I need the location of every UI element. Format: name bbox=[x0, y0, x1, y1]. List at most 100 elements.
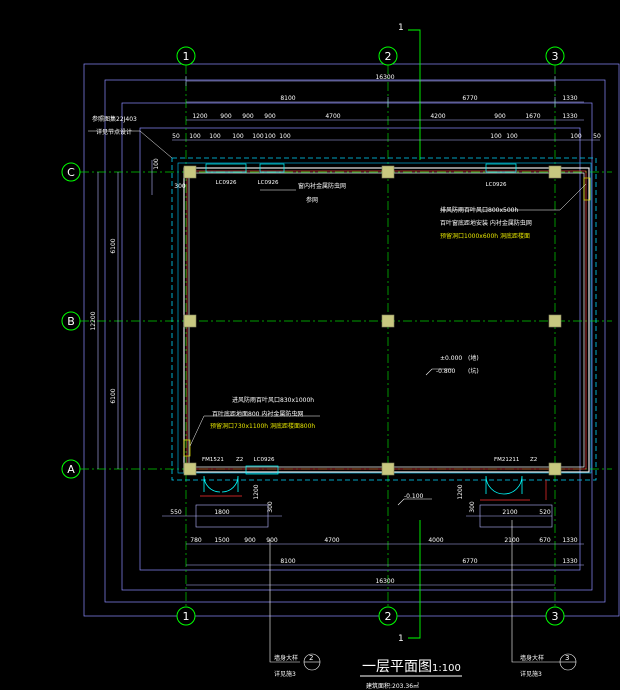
structural-columns bbox=[183, 165, 562, 476]
dim-top-small-8: 100 bbox=[490, 133, 502, 140]
note-left-2: 百叶底距地面800 内衬金属防虫网 bbox=[212, 410, 303, 418]
top-dimension-text: 16300 8100 6770 1330 1200 900 900 900 47… bbox=[172, 74, 601, 140]
title-block: 一层平面图 1:100 建筑面积:203.36㎡ bbox=[360, 659, 462, 690]
dim-top-small-4: 100 bbox=[232, 133, 244, 140]
dim-bottom-detail-9: 1330 bbox=[562, 537, 577, 544]
dim-bottom-door-1: 550 bbox=[170, 509, 182, 516]
note-top-left-1: 参照图集22J403 bbox=[92, 115, 137, 123]
dim-left-span-2: 6100 bbox=[110, 388, 117, 403]
note-louver-top-2: 参网 bbox=[306, 196, 318, 204]
dim-bottom-door-4: 520 bbox=[539, 509, 551, 516]
callout-left-num: 2 bbox=[309, 654, 313, 662]
dim-top-detail-8: 1670 bbox=[525, 113, 540, 120]
door-labels: FM1521 Z2 FM21211 Z2 bbox=[202, 457, 537, 463]
left-dimension-lines bbox=[97, 160, 153, 469]
dim-door-height-3: 1200 bbox=[457, 484, 464, 499]
windows bbox=[183, 163, 591, 475]
grid-axes bbox=[80, 65, 612, 612]
elevation-text: ±0.000 (地) -0.800 (坑) -0.100 bbox=[404, 354, 479, 500]
dim-top-small-6: 100 bbox=[264, 133, 276, 140]
axis-label-3-top: 3 bbox=[552, 50, 559, 63]
callout-left-2: 详见施3 bbox=[274, 670, 296, 678]
dim-left-small-1: 100 bbox=[153, 158, 160, 170]
door-label-1: FM1521 bbox=[202, 457, 224, 463]
axis-label-1-top: 1 bbox=[183, 50, 190, 63]
note-right-1: 排风防雨百叶风口800x500h bbox=[440, 206, 518, 214]
dim-top-detail-6: 4200 bbox=[430, 113, 445, 120]
dim-top-detail-2: 900 bbox=[220, 113, 232, 120]
dim-bottom-detail-2: 1500 bbox=[214, 537, 229, 544]
axis-label-3-bottom: 3 bbox=[552, 610, 559, 623]
elevation-main-alt: (地) bbox=[468, 354, 479, 362]
elevation-markers bbox=[397, 368, 452, 506]
elevation-sub: -0.800 bbox=[436, 368, 456, 375]
dim-top-overall: 16300 bbox=[375, 74, 394, 81]
dim-door-height-4: 300 bbox=[469, 501, 476, 513]
dim-top-small-5: 100 bbox=[252, 133, 264, 140]
door-label-3: FM21211 bbox=[494, 457, 519, 463]
notes: 参照图集22J403 详见节点设计 窗内衬金属防虫网 参网 排风防雨百叶风口80… bbox=[92, 115, 532, 430]
note-leaders bbox=[88, 130, 587, 447]
window-label-3: LC0926 bbox=[486, 182, 507, 188]
dim-top-detail-5: 4700 bbox=[325, 113, 340, 120]
dim-bottom-detail-4: 900 bbox=[266, 537, 278, 544]
callout-right-num: 3 bbox=[565, 654, 569, 662]
building-area: 建筑面积:203.36㎡ bbox=[366, 682, 419, 690]
dim-top-small-7: 100 bbox=[279, 133, 291, 140]
doors bbox=[203, 475, 523, 495]
dim-top-small-9: 100 bbox=[506, 133, 518, 140]
dim-bottom-detail-8: 670 bbox=[539, 537, 551, 544]
section-line bbox=[408, 29, 421, 639]
axis-label-2-top: 2 bbox=[385, 50, 392, 63]
section-mark-bottom: 1 bbox=[398, 634, 404, 644]
dim-top-detail-1: 1200 bbox=[192, 113, 207, 120]
elevation-outdoor: -0.100 bbox=[404, 493, 424, 500]
window-labels: LC0926 LC0926 LC0926 LC0926 bbox=[216, 180, 507, 463]
dim-top-span-2: 6770 bbox=[462, 95, 477, 102]
dim-bottom-detail-1: 780 bbox=[190, 537, 202, 544]
note-right-3: 预留洞口1000x600h 洞底距楼面 bbox=[440, 232, 530, 240]
door-label-2: Z2 bbox=[236, 457, 243, 463]
dimension-frames bbox=[83, 63, 620, 617]
note-left-1: 进风防雨百叶风口830x1000h bbox=[232, 396, 314, 404]
dim-top-detail-4: 900 bbox=[264, 113, 276, 120]
axis-label-c: C bbox=[67, 166, 75, 179]
bottom-dimension-lines bbox=[162, 515, 584, 586]
callout-left-1: 墙身大样 bbox=[274, 654, 298, 662]
callout-right-1: 墙身大样 bbox=[520, 654, 544, 662]
dim-top-span-3: 1330 bbox=[562, 95, 577, 102]
door-label-4: Z2 bbox=[530, 457, 537, 463]
dim-bottom-door-3: 2100 bbox=[502, 509, 517, 516]
axis-label-2-bottom: 2 bbox=[385, 610, 392, 623]
section-mark-top: 1 bbox=[398, 23, 404, 33]
dim-bottom-span-1: 8100 bbox=[280, 558, 295, 565]
door-steps bbox=[200, 480, 547, 501]
dim-top-small-11: 50 bbox=[593, 133, 601, 140]
dim-left-small-2: 300 bbox=[174, 183, 186, 190]
dim-door-height-2: 300 bbox=[267, 501, 274, 513]
callout-text: 墙身大样 2 详见施3 墙身大样 3 详见施3 bbox=[274, 654, 569, 678]
dim-top-span-1: 8100 bbox=[280, 95, 295, 102]
dim-top-small-2: 100 bbox=[189, 133, 201, 140]
dim-bottom-detail-5: 4700 bbox=[324, 537, 339, 544]
dim-top-detail-7: 900 bbox=[494, 113, 506, 120]
dim-top-detail-3: 900 bbox=[242, 113, 254, 120]
dim-bottom-detail-3: 900 bbox=[244, 537, 256, 544]
dim-left-overall: 12200 bbox=[90, 311, 97, 330]
left-dimension-text: 12200 6100 6100 100 300 bbox=[90, 158, 186, 404]
dim-top-small-1: 50 bbox=[172, 133, 180, 140]
detail-callouts bbox=[269, 520, 577, 671]
dim-left-span-1: 6100 bbox=[110, 238, 117, 253]
dim-bottom-door-2: 1800 bbox=[214, 509, 229, 516]
elevation-main: ±0.000 bbox=[440, 355, 462, 362]
dim-bottom-span-2: 6770 bbox=[462, 558, 477, 565]
dim-door-height-1: 1200 bbox=[253, 484, 260, 499]
axis-bubbles bbox=[61, 46, 565, 626]
window-label-1: LC0926 bbox=[216, 180, 237, 186]
dim-top-small-3: 100 bbox=[209, 133, 221, 140]
note-louver-top: 窗内衬金属防虫网 bbox=[298, 182, 346, 190]
elevation-sub-alt: (坑) bbox=[468, 367, 479, 375]
dim-bottom-detail-6: 4000 bbox=[428, 537, 443, 544]
dim-bottom-overall: 16300 bbox=[375, 578, 394, 585]
